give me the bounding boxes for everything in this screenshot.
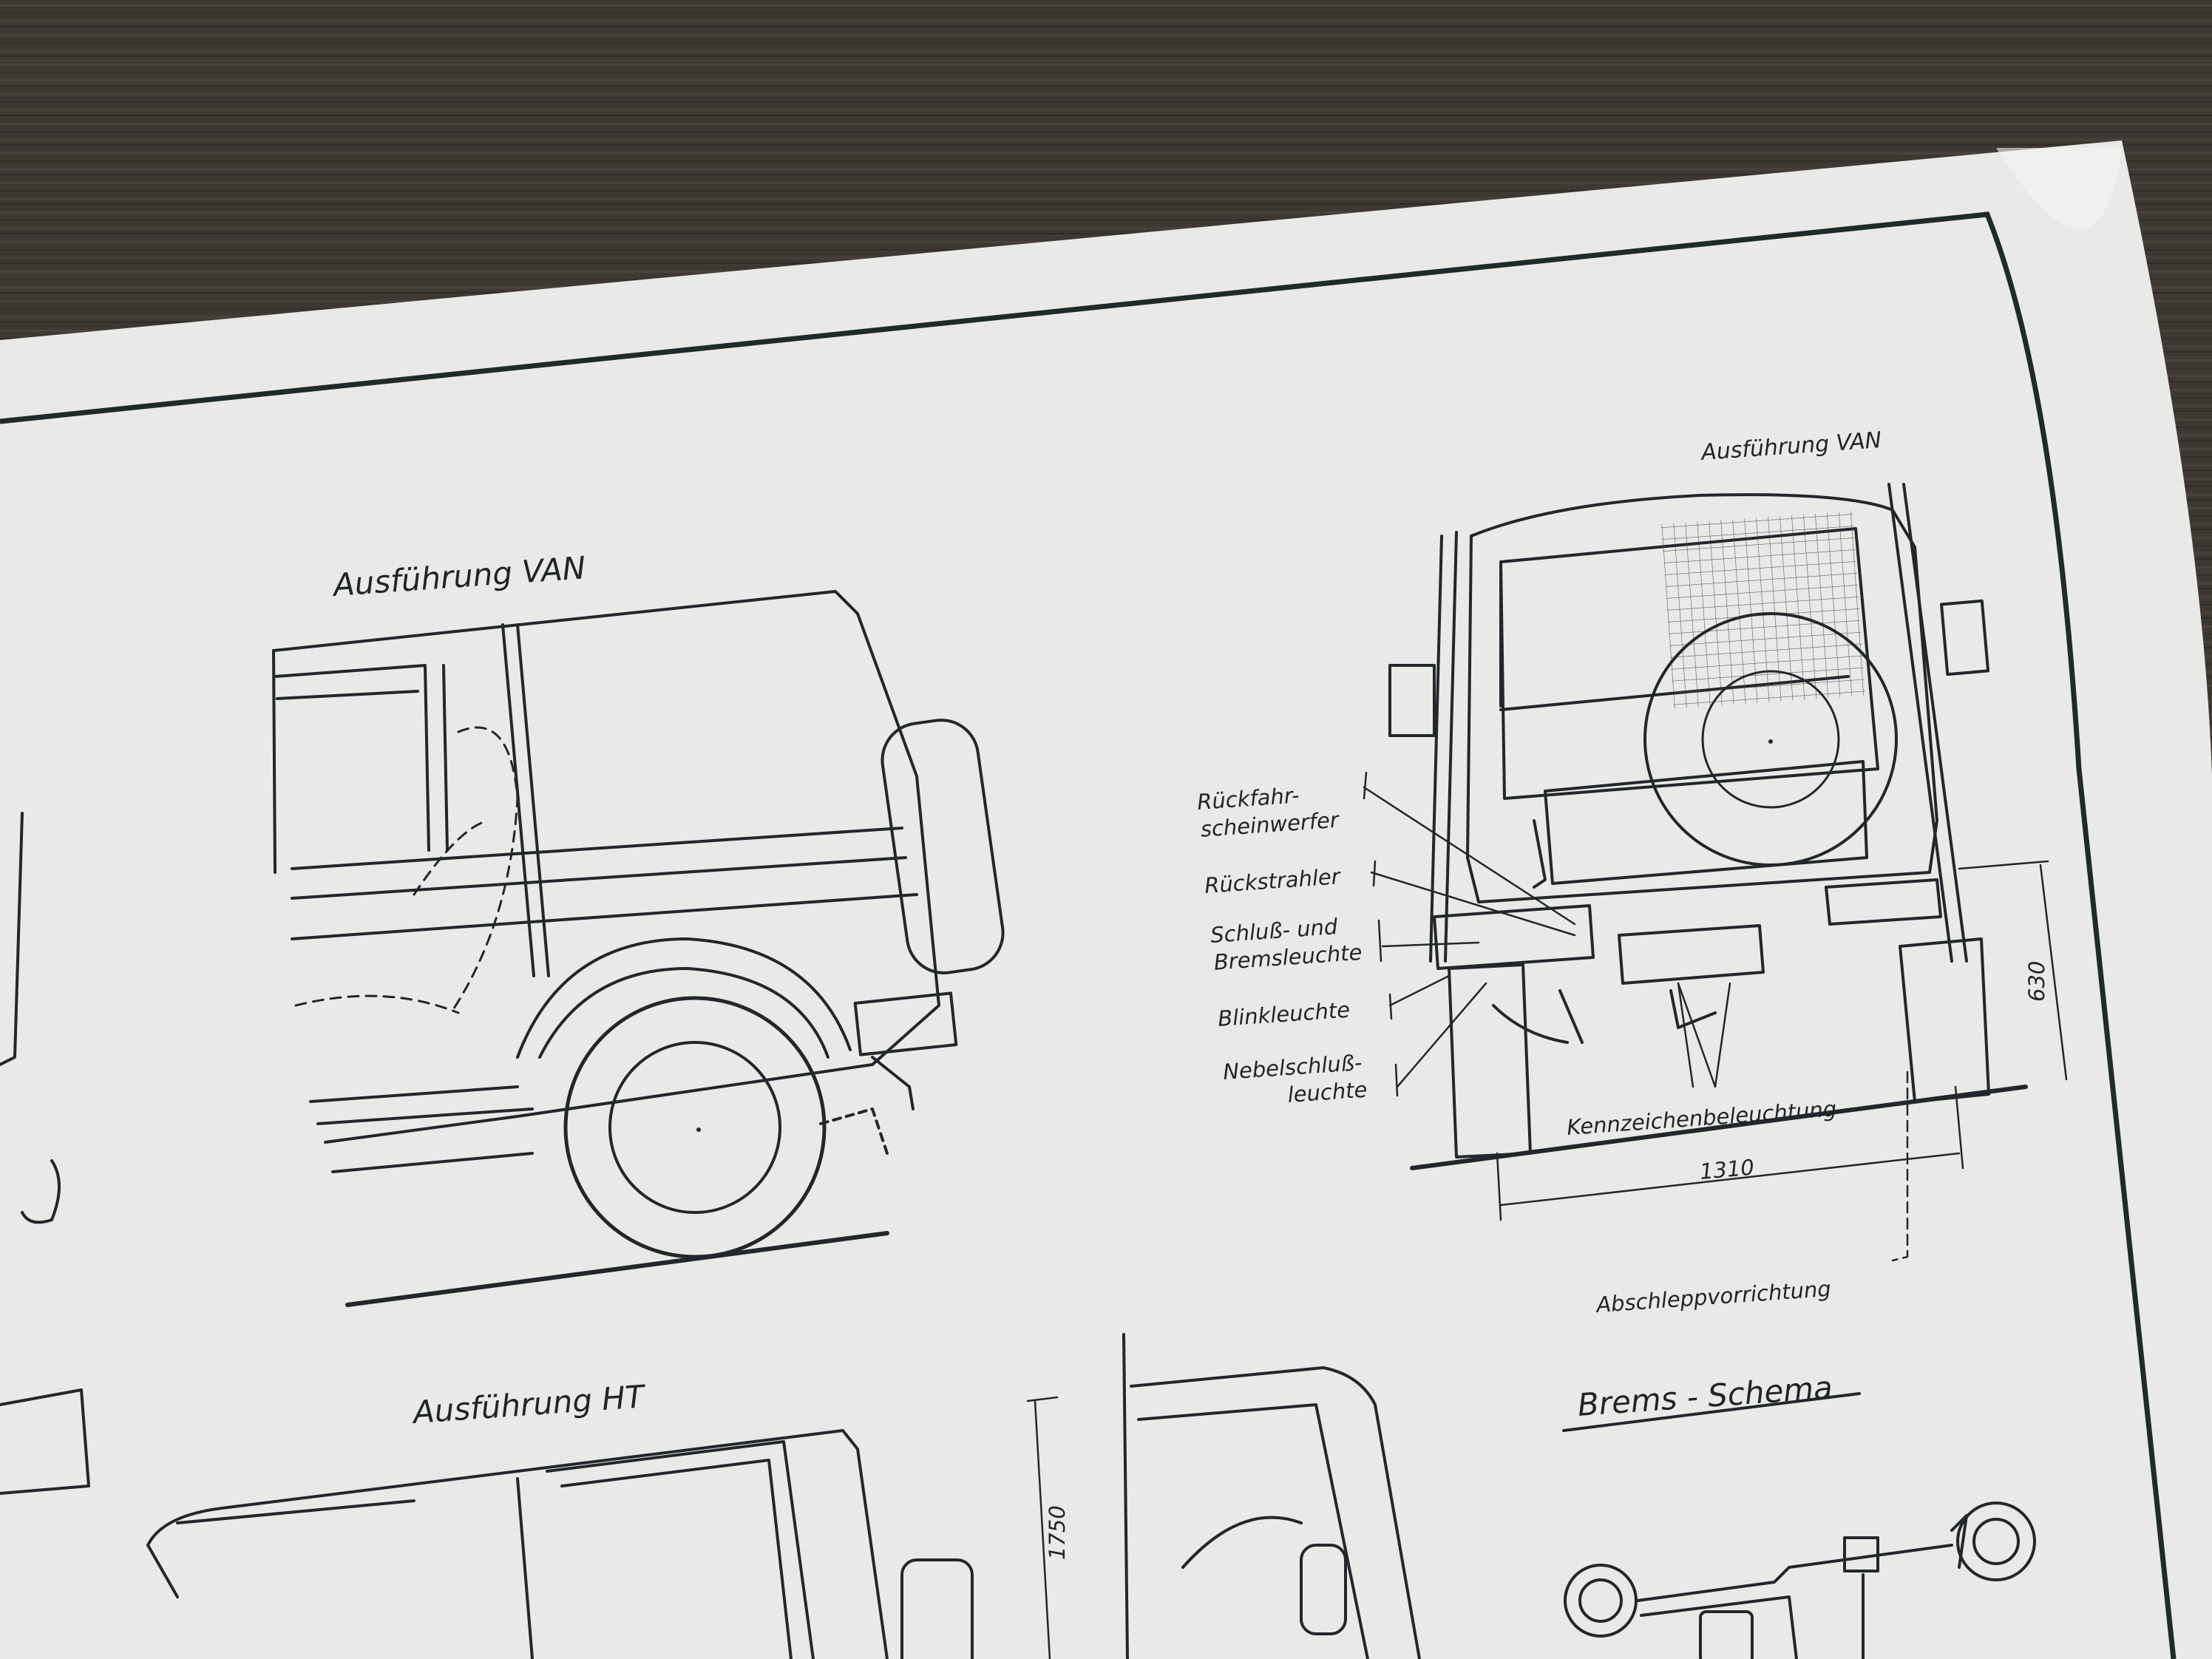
callout-leader-lines (1363, 771, 1731, 1097)
ht-height-dim: 1750 (1045, 1505, 1070, 1560)
ht-view: Ausführung HT 1750 (146, 1333, 1421, 1659)
height-dim: 630 (2024, 961, 2049, 1002)
paper-sheet (0, 140, 2212, 1659)
track-width-dim: 1310 (1699, 1155, 1755, 1184)
drawing-border (0, 211, 2177, 1659)
rear-dimensions (1496, 860, 2068, 1262)
side-view-van: Ausführung VAN (272, 549, 1005, 1307)
left-edge-drawing (0, 812, 90, 1495)
